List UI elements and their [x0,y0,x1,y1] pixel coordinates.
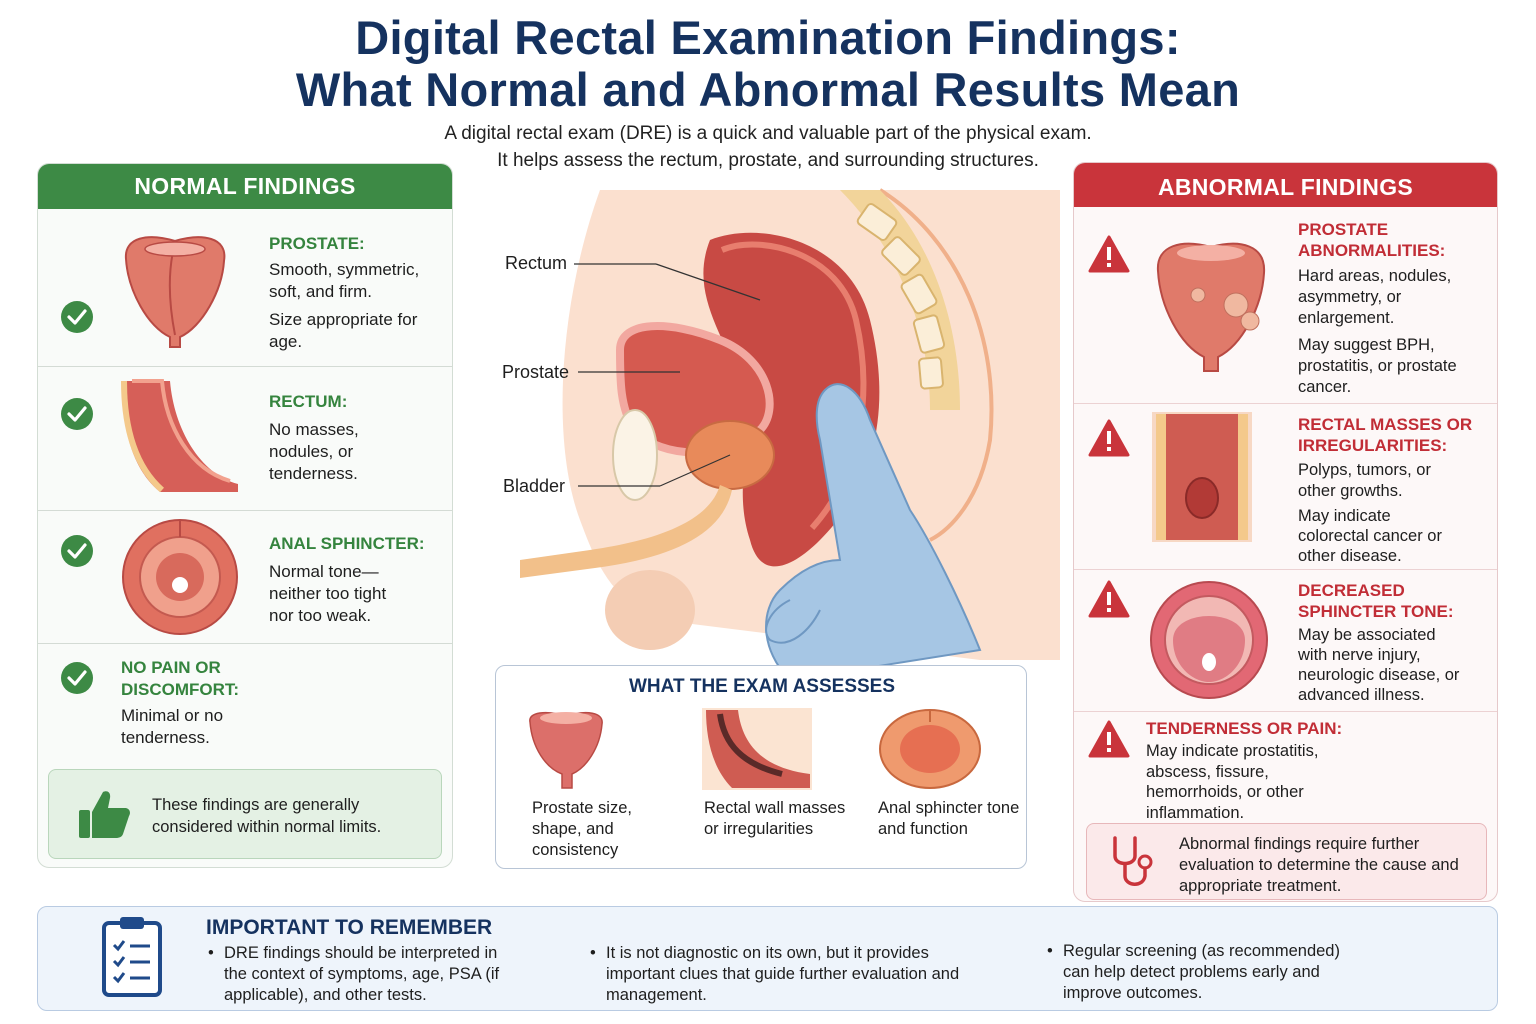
abnormal-findings-panel: ABNORMAL FINDINGS PROSTATE ABNORMALITIES… [1073,162,1498,902]
label-rectum: Rectum [505,253,568,273]
prostate-mini-illustration [529,711,603,789]
assess-caption-prostate: Prostate size, shape, and consistency [532,799,632,859]
important-to-remember-box: IMPORTANT TO REMEMBER • DRE findings sho… [37,906,1498,1011]
abnormal-prostate-text: Hard areas, nodules, asymmetry, or enlar… [1298,267,1452,327]
abnormal-item-prostate: PROSTATE ABNORMALITIES: Hard areas, nodu… [1074,207,1497,403]
abnormal-tenderness-text: May indicate prostatitis, abscess, fissu… [1146,742,1319,822]
exam-assesses-box: WHAT THE EXAM ASSESSES Prostate size, sh… [495,665,1027,869]
page-subtitle: A digital rectal exam (DRE) is a quick a… [0,120,1536,174]
abnormal-rectum-illustration [1152,412,1252,542]
thumbs-up-icon [79,791,130,838]
normal-rectum-text: No masses, nodules, or tenderness. [269,420,359,483]
stethoscope-icon [1113,836,1153,886]
important-to-remember-title: IMPORTANT TO REMEMBER [206,916,493,939]
normal-prostate-text: Smooth, symmetric, soft, and firm. [269,260,420,301]
pelvic-anatomy-illustration [520,188,1060,680]
warning-icon [1088,580,1130,618]
abnormal-item-sphincter-tone: DECREASED SPHINCTER TONE: May be associa… [1074,569,1497,711]
check-icon [61,398,93,430]
label-prostate: Prostate [502,362,570,382]
sphincter-illustration [122,519,238,635]
normal-sphincter-heading: ANAL SPHINCTER: [269,534,425,553]
abnormal-item-rectal-masses: RECTAL MASSES OR IRREGULARITIES: Polyps,… [1074,403,1497,569]
remember-bullet-1: • DRE findings should be interpreted in … [208,944,500,1004]
normal-item-rectum: RECTUM: No masses, nodules, or tendernes… [38,366,452,510]
abnormal-findings-title: ABNORMAL FINDINGS [1074,163,1497,207]
normal-sphincter-text: Normal tone—neither too tight nor too we… [269,562,387,625]
remember-bullet-2: • It is not diagnostic on its own, but i… [590,944,960,1004]
abnormal-sphincter-illustration [1150,581,1268,699]
abnormal-rectal-heading: RECTAL MASSES OR IRREGULARITIES: [1298,415,1473,455]
abnormal-summary-text: Abnormal findings require further evalua… [1179,835,1459,895]
normal-findings-panel: NORMAL FINDINGS PROSTATE: Smooth, symmet… [37,163,453,868]
clipboard-checklist-icon [102,917,162,997]
title-line-1: Digital Rectal Examination Findings: [355,11,1181,64]
normal-item-no-pain: NO PAIN OR DISCOMFORT: Minimal or no ten… [38,643,452,769]
normal-no-pain-text: Minimal or no tenderness. [121,706,224,747]
title-line-2: What Normal and Abnormal Results Mean [295,63,1241,116]
normal-findings-title: NORMAL FINDINGS [38,164,452,209]
normal-prostate-size-text: Size appropriate for age. [269,310,418,351]
normal-summary-text: These findings are generally considered … [152,796,382,836]
warning-icon [1088,235,1130,273]
abnormal-sphincter-text: May be associated with nerve injury, neu… [1298,626,1460,704]
sphincter-mini-illustration [879,709,981,789]
normal-no-pain-heading: NO PAIN OR DISCOMFORT: [121,658,240,699]
abnormal-prostate-heading: PROSTATE ABNORMALITIES: [1298,220,1446,260]
check-icon [61,662,93,694]
rectal-wall-mini-illustration [702,708,812,790]
normal-rectum-heading: RECTUM: [269,392,348,411]
subtitle-line-1: A digital rectal exam (DRE) is a quick a… [444,123,1092,144]
abnormal-tenderness-heading: TENDERNESS OR PAIN: [1146,719,1343,738]
normal-summary-note: These findings are generally considered … [48,769,442,859]
normal-item-anal-sphincter: ANAL SPHINCTER: Normal tone—neither too … [38,510,452,643]
label-bladder: Bladder [503,476,566,496]
warning-icon [1088,720,1130,758]
rectum-illustration [121,379,238,493]
assess-caption-rectal-wall: Rectal wall masses or irregularities [704,799,846,838]
abnormal-summary-note: Abnormal findings require further evalua… [1086,823,1487,900]
check-icon [61,301,93,333]
abnormal-prostate-illustration [1156,242,1266,372]
abnormal-rectal-implication: May indicate colorectal cancer or other … [1298,507,1442,565]
exam-assesses-title: WHAT THE EXAM ASSESSES [628,676,896,697]
abnormal-sphincter-heading: DECREASED SPHINCTER TONE: [1298,581,1454,621]
normal-prostate-heading: PROSTATE: [269,234,365,253]
normal-item-prostate: PROSTATE: Smooth, symmetric, soft, and f… [38,209,452,366]
remember-bullet-3: • Regular screening (as recommended) can… [1047,942,1340,1002]
prostate-illustration [124,236,226,348]
abnormal-item-tenderness: TENDERNESS OR PAIN: May indicate prostat… [1074,711,1497,823]
subtitle-line-2: It helps assess the rectum, prostate, an… [497,150,1039,171]
assess-caption-sphincter: Anal sphincter tone and function [878,799,1020,838]
abnormal-rectal-text: Polyps, tumors, or other growths. [1298,461,1431,500]
abnormal-prostate-implication: May suggest BPH, prostatitis, or prostat… [1298,336,1457,396]
check-icon [61,535,93,567]
page-title: Digital Rectal Examination Findings: Wha… [0,12,1536,116]
warning-icon [1088,419,1130,457]
